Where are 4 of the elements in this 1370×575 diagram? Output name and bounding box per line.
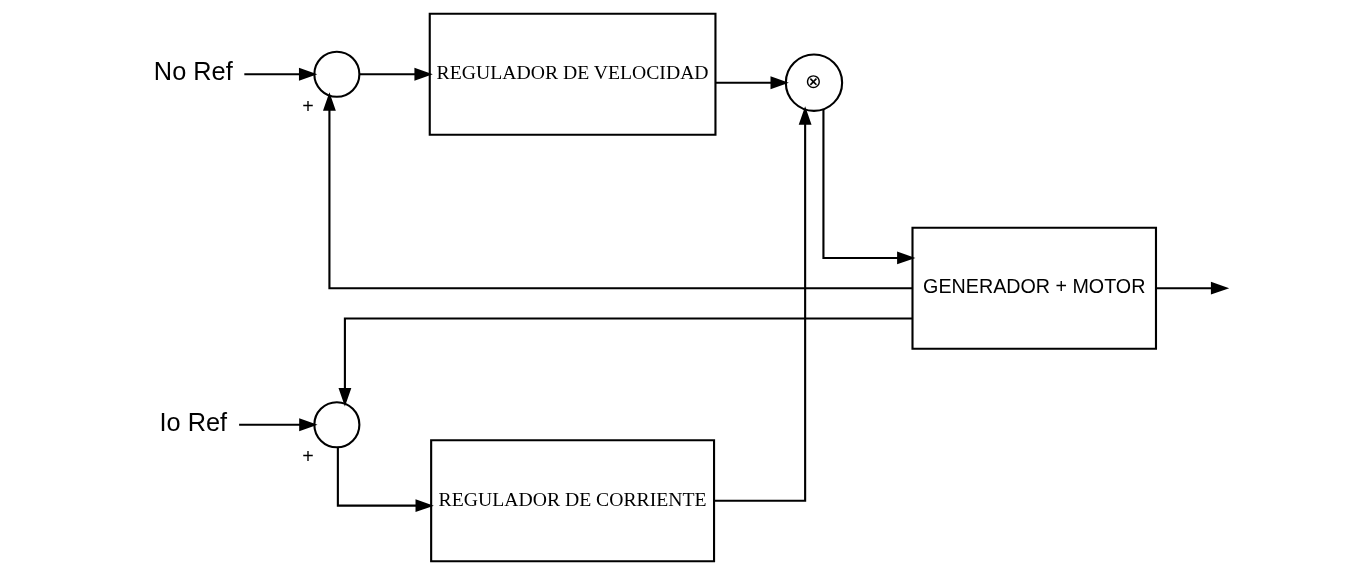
node-label: + [302,445,314,468]
node-text: Io Ref [159,407,228,436]
node-text: No Ref [153,57,233,86]
node-label: + [302,94,314,117]
